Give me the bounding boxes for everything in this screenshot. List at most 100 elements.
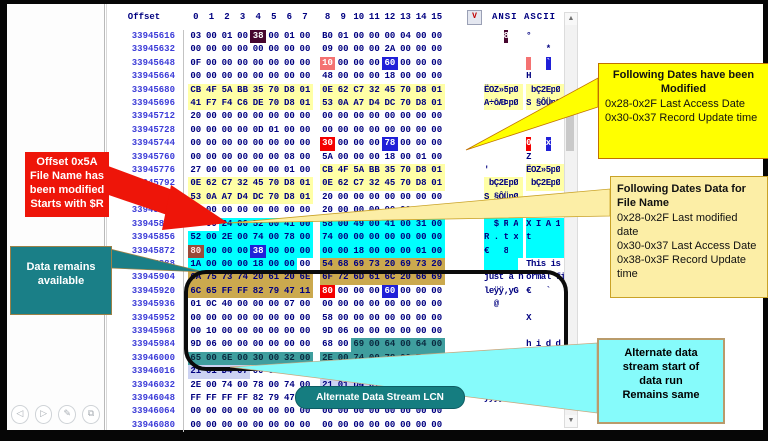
hex-byte[interactable]: 00: [368, 31, 380, 41]
hex-byte[interactable]: 00: [237, 71, 248, 82]
hex-byte[interactable]: A7: [350, 97, 367, 111]
hex-byte[interactable]: 73: [413, 257, 429, 272]
hex-byte[interactable]: 62: [203, 177, 220, 191]
hex-byte[interactable]: 00: [353, 111, 365, 122]
hex-byte[interactable]: 00: [384, 299, 396, 310]
hex-byte[interactable]: 00: [205, 151, 217, 162]
hex-byte[interactable]: 0C: [190, 218, 202, 229]
hex-byte[interactable]: 74: [350, 351, 367, 366]
hex-byte[interactable]: 01: [297, 177, 313, 191]
hex-byte[interactable]: 00: [221, 57, 233, 68]
hex-byte[interactable]: DC: [250, 190, 266, 205]
hex-byte[interactable]: 00: [368, 205, 380, 216]
hex-byte[interactable]: 20: [322, 191, 333, 202]
ascii-char[interactable]: 2: [540, 177, 546, 191]
ascii-char[interactable]: s: [540, 258, 547, 269]
hex-byte[interactable]: 00: [353, 366, 365, 377]
hex-byte[interactable]: 00: [299, 138, 311, 149]
ascii-char[interactable]: s: [555, 258, 561, 269]
ascii-char[interactable]: [484, 257, 489, 272]
hex-byte[interactable]: 00: [252, 419, 264, 430]
ascii-char[interactable]: [518, 365, 523, 378]
hex-byte[interactable]: 6A: [188, 271, 204, 285]
hex-byte[interactable]: 01: [203, 365, 220, 379]
hex-byte[interactable]: 00: [265, 244, 282, 258]
hex-byte[interactable]: 00: [384, 205, 396, 216]
hex-byte[interactable]: 00: [353, 205, 365, 216]
hex-byte[interactable]: DC: [382, 97, 398, 111]
hex-byte[interactable]: 00: [431, 325, 443, 336]
hex-byte[interactable]: 35: [382, 164, 398, 178]
hex-byte[interactable]: 00: [415, 325, 427, 336]
hex-byte[interactable]: 00: [353, 299, 365, 310]
hex-byte[interactable]: 80: [188, 244, 204, 258]
hex-byte[interactable]: 00: [382, 244, 398, 258]
hex-byte[interactable]: 5A: [219, 83, 235, 98]
ascii-char[interactable]: [560, 231, 566, 245]
hex-byte[interactable]: 31: [413, 217, 429, 232]
ascii-char[interactable]: [526, 177, 532, 191]
hex-byte[interactable]: 00: [400, 366, 411, 377]
hex-byte[interactable]: 58: [319, 217, 336, 232]
hex-byte[interactable]: 00: [205, 165, 217, 176]
hex-byte[interactable]: 00: [237, 406, 248, 417]
hex-byte[interactable]: FF: [237, 392, 248, 403]
hex-byte[interactable]: 00: [190, 44, 202, 55]
ascii-char[interactable]: A: [545, 217, 551, 232]
hex-byte[interactable]: 9D: [190, 339, 202, 350]
ascii-char[interactable]: [518, 379, 523, 392]
hex-byte[interactable]: 1A: [190, 205, 202, 216]
hex-byte[interactable]: 9D: [322, 325, 333, 336]
hex-byte[interactable]: 4F: [335, 164, 351, 178]
ascii-char[interactable]: [540, 244, 546, 258]
hex-byte[interactable]: 00: [397, 338, 414, 352]
hex-byte[interactable]: 01: [428, 177, 445, 191]
hex-byte[interactable]: 00: [297, 244, 313, 258]
hex-byte[interactable]: 70: [265, 83, 282, 98]
hex-byte[interactable]: 00: [205, 124, 217, 135]
hex-byte[interactable]: 00: [431, 285, 443, 296]
hex-byte[interactable]: 00: [203, 257, 220, 272]
hex-byte[interactable]: 00: [384, 419, 396, 430]
hex-byte[interactable]: 00: [237, 138, 248, 149]
ascii-char[interactable]: [508, 244, 514, 258]
hex-byte[interactable]: 00: [252, 71, 264, 82]
hex-byte[interactable]: 70: [397, 164, 414, 178]
forward-icon[interactable]: ▷: [34, 405, 53, 424]
hex-byte[interactable]: 00: [415, 419, 427, 430]
ascii-char[interactable]: Ç: [535, 177, 541, 191]
hex-byte[interactable]: 00: [190, 71, 202, 82]
hex-byte[interactable]: 5A: [350, 164, 367, 178]
hex-byte[interactable]: 6D: [350, 271, 367, 285]
hex-byte[interactable]: 00: [431, 151, 443, 162]
hex-byte[interactable]: 00: [252, 312, 264, 323]
ascii-char[interactable]: [531, 231, 536, 245]
hex-byte[interactable]: D4: [234, 190, 251, 205]
hex-byte[interactable]: 00: [353, 44, 365, 55]
hex-byte[interactable]: 00: [428, 351, 445, 366]
hex-byte[interactable]: 00: [252, 406, 264, 417]
hex-byte[interactable]: 00: [299, 124, 311, 135]
hex-byte[interactable]: 00: [397, 244, 414, 258]
hex-byte[interactable]: 01: [221, 31, 233, 41]
hex-byte[interactable]: 00: [190, 138, 202, 149]
hex-byte[interactable]: 00: [237, 339, 248, 350]
hex-byte[interactable]: 00: [299, 44, 311, 55]
hex-byte[interactable]: 00: [431, 138, 443, 149]
ascii-char[interactable]: b: [531, 177, 536, 191]
ascii-char[interactable]: Ë: [526, 164, 532, 178]
hex-byte[interactable]: 00: [265, 351, 282, 366]
hex-byte[interactable]: 00: [265, 231, 282, 245]
ascii-char[interactable]: [488, 231, 494, 245]
hex-byte[interactable]: F4: [219, 97, 235, 111]
ascii-char[interactable]: [518, 419, 523, 432]
hex-byte[interactable]: D8: [281, 83, 298, 98]
hex-byte[interactable]: 00: [353, 31, 365, 41]
hex-byte[interactable]: 00: [368, 366, 380, 377]
hex-byte[interactable]: 20: [382, 257, 398, 272]
hex-byte[interactable]: 06: [205, 339, 217, 350]
hex-byte[interactable]: 00: [431, 57, 443, 68]
hex-byte[interactable]: 00: [415, 285, 427, 296]
hex-byte[interactable]: 0A: [203, 190, 220, 205]
ascii-char[interactable]: [526, 244, 532, 258]
